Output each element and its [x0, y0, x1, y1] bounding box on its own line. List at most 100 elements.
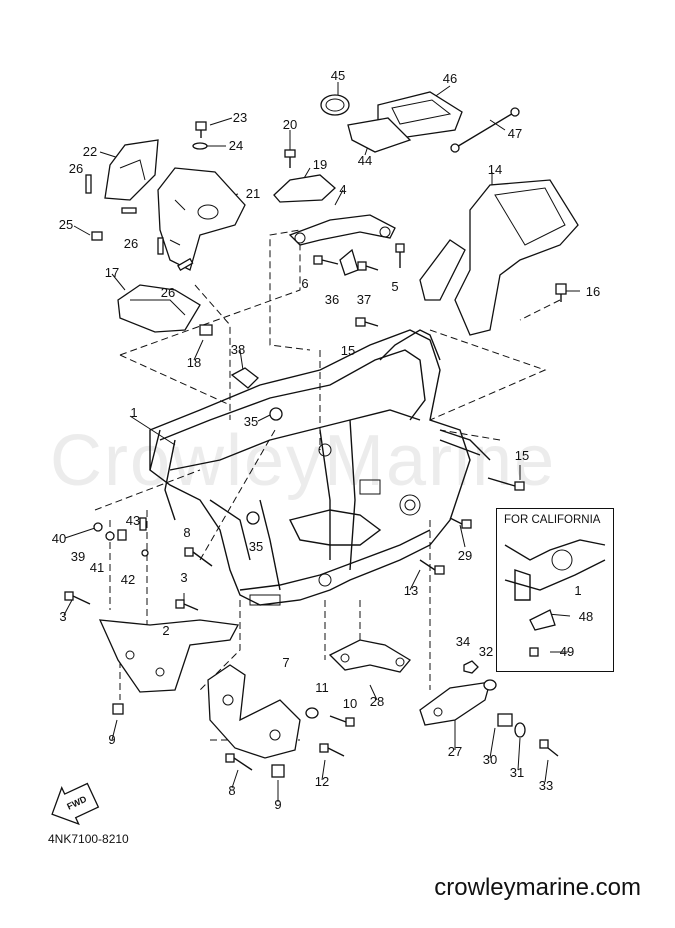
- part-5-bolt: [395, 243, 405, 268]
- callout-38: 38: [230, 342, 246, 357]
- callout-19: 19: [312, 157, 328, 172]
- part-28-brace: [328, 639, 411, 673]
- part-38-bracket: [230, 367, 259, 389]
- part-14-rear-fender-stay: [419, 179, 579, 336]
- callout-48: 48: [578, 609, 594, 624]
- part-18-bolt: [199, 324, 213, 336]
- part-16-bolt: [555, 283, 567, 302]
- callout-3-left: 3: [59, 609, 67, 624]
- part-33-bolt: [539, 739, 559, 757]
- part-37-bolt: [357, 261, 379, 271]
- part-25-screw: [91, 231, 103, 241]
- callout-1: 1: [130, 405, 138, 420]
- callout-12: 12: [314, 774, 330, 789]
- callout-30: 30: [482, 752, 498, 767]
- part-47-lead-wire: [450, 107, 520, 153]
- parts-39-43-small-hardware: [93, 517, 149, 557]
- callout-43: 43: [125, 513, 141, 528]
- website-footer[interactable]: crowleymarine.com: [434, 874, 641, 901]
- callout-26-c: 26: [160, 285, 176, 300]
- part-21-cover: [157, 167, 246, 271]
- california-inset-box: [496, 508, 614, 672]
- callout-31: 31: [509, 765, 525, 780]
- part-19-bracket: [273, 174, 336, 203]
- callout-34: 34: [455, 634, 471, 649]
- callout-47: 47: [507, 126, 523, 141]
- callout-28: 28: [369, 694, 385, 709]
- callout-23: 23: [232, 110, 248, 125]
- part-29-bolt: [449, 517, 472, 529]
- callout-39: 39: [70, 549, 86, 564]
- callout-32: 32: [478, 644, 494, 659]
- california-inset-frame: [504, 539, 606, 657]
- part-26-clips: [85, 174, 194, 271]
- part-32-washer: [483, 679, 497, 691]
- part-36-bracket: [339, 248, 359, 276]
- callout-41: 41: [89, 560, 105, 575]
- callout-20: 20: [282, 117, 298, 132]
- callout-16: 16: [585, 284, 601, 299]
- part-34-nut: [463, 660, 479, 674]
- part-27-bracket: [419, 681, 491, 726]
- part-17-bracket: [117, 284, 201, 333]
- callout-35-upper: 35: [243, 414, 259, 429]
- callout-26-a: 26: [68, 161, 84, 176]
- callout-36: 36: [324, 292, 340, 307]
- callout-6: 6: [301, 276, 309, 291]
- diagram-code: 4NK7100-8210: [48, 832, 129, 846]
- callout-40: 40: [51, 531, 67, 546]
- part-12-bolt: [319, 743, 345, 757]
- callout-25: 25: [58, 217, 74, 232]
- part-10-bolt: [329, 715, 355, 727]
- callout-11: 11: [315, 680, 329, 695]
- callout-15-right: 15: [514, 448, 530, 463]
- callout-9-left: 9: [108, 732, 116, 747]
- callout-1-inset: 1: [574, 583, 582, 598]
- callout-46: 46: [442, 71, 458, 86]
- part-15-bolt-top: [355, 317, 379, 327]
- part-7-footrest-bracket-right: [207, 664, 301, 759]
- callout-35-lower: 35: [248, 539, 264, 554]
- fwd-arrow-icon: FWD: [51, 782, 100, 826]
- callout-13: 13: [403, 583, 419, 598]
- callout-10: 10: [342, 696, 358, 711]
- callout-27: 27: [447, 744, 463, 759]
- part-35-clamps: [246, 407, 283, 525]
- part-30-collar: [497, 713, 513, 727]
- part-45-grommet: [320, 94, 350, 116]
- callout-42: 42: [120, 572, 136, 587]
- part-3-bolts: [64, 591, 199, 611]
- callout-9-right: 9: [274, 797, 282, 812]
- callout-15-top: 15: [340, 343, 356, 358]
- california-inset-title: FOR CALIFORNIA: [504, 514, 601, 526]
- callout-8-lower: 8: [228, 783, 236, 798]
- callout-3-right: 3: [180, 570, 188, 585]
- part-9-nut-right: [271, 764, 285, 778]
- callout-14: 14: [487, 162, 503, 177]
- part-15-bolt-right: [487, 477, 525, 491]
- part-4-handle-bracket: [288, 214, 396, 246]
- part-2-footrest-bracket-left: [98, 619, 240, 693]
- callout-45: 45: [330, 68, 346, 83]
- callout-44: 44: [357, 153, 373, 168]
- callout-26-b: 26: [123, 236, 139, 251]
- callout-37: 37: [356, 292, 372, 307]
- part-20-bolt: [284, 149, 296, 168]
- callout-22: 22: [82, 144, 98, 159]
- callout-21: 21: [245, 186, 261, 201]
- part-24-washer: [192, 142, 208, 150]
- callout-17: 17: [104, 265, 120, 280]
- part-22-cover: [104, 139, 159, 201]
- callout-29: 29: [457, 548, 473, 563]
- callout-33: 33: [538, 778, 554, 793]
- part-13-bolt: [419, 559, 445, 575]
- callout-24: 24: [228, 138, 244, 153]
- part-8-bolt-upper: [184, 547, 213, 567]
- part-6-bolt: [313, 255, 339, 265]
- callout-4: 4: [339, 182, 347, 197]
- callout-49: 49: [559, 644, 575, 659]
- part-8-bolt-lower: [225, 753, 253, 771]
- part-31-spacer: [514, 722, 526, 738]
- part-9-nut-left: [112, 703, 124, 715]
